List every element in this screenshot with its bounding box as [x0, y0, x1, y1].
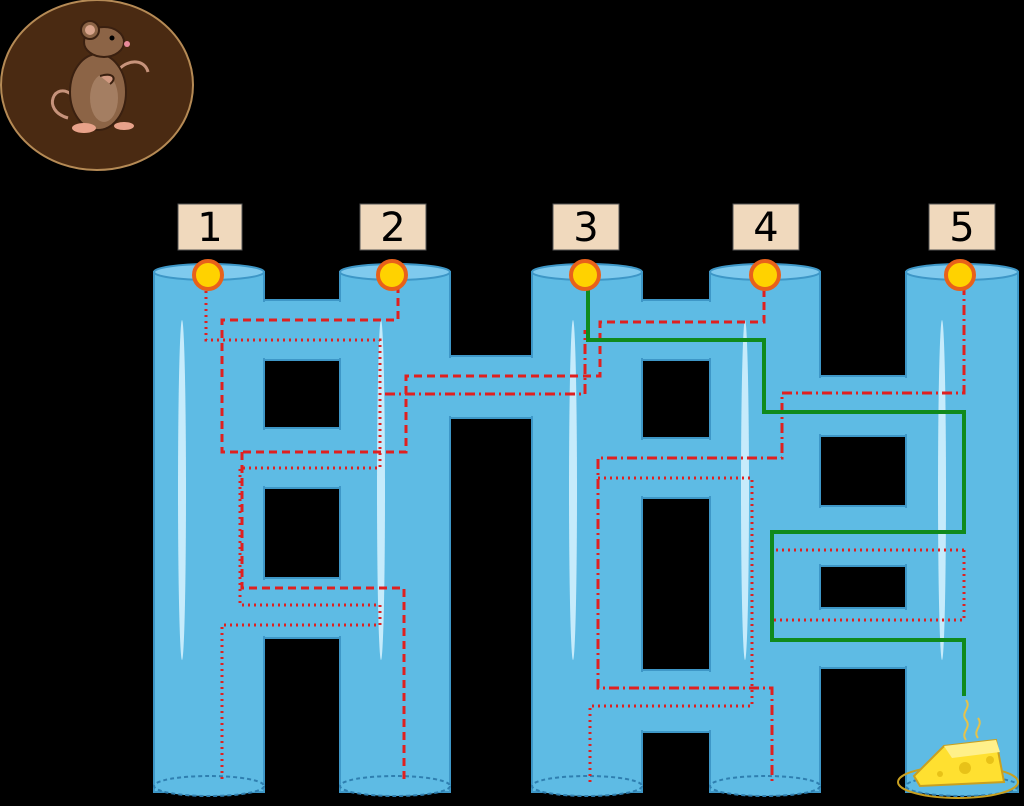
label-box-2[interactable]: 2 [359, 203, 427, 251]
mouse-badge [0, 0, 194, 171]
cheese-icon [897, 699, 1019, 799]
mouse-icon [50, 20, 150, 133]
start-marker-2[interactable] [376, 259, 408, 291]
start-marker-4[interactable] [749, 259, 781, 291]
tube-labels: 1 2 3 4 5 [177, 203, 996, 251]
label-box-3[interactable]: 3 [552, 203, 620, 251]
start-markers [192, 259, 976, 291]
label-4: 4 [753, 205, 778, 251]
path-2b [240, 452, 406, 780]
solution-path [586, 285, 966, 696]
label-2: 2 [380, 205, 405, 251]
path-4b [385, 330, 587, 396]
start-marker-3[interactable] [569, 259, 601, 291]
start-marker-1[interactable] [192, 259, 224, 291]
label-box-5[interactable]: 5 [928, 203, 996, 251]
wrong-paths [204, 285, 966, 782]
label-3: 3 [573, 205, 598, 251]
label-1: 1 [197, 205, 222, 251]
label-box-1[interactable]: 1 [177, 203, 243, 251]
path-2 [220, 285, 766, 454]
path-5 [770, 548, 966, 622]
label-box-4[interactable]: 4 [732, 203, 800, 251]
path-1 [204, 285, 382, 780]
path-3b [588, 476, 754, 782]
path-4 [596, 285, 966, 782]
label-5: 5 [949, 205, 974, 251]
start-marker-5[interactable] [944, 259, 976, 291]
